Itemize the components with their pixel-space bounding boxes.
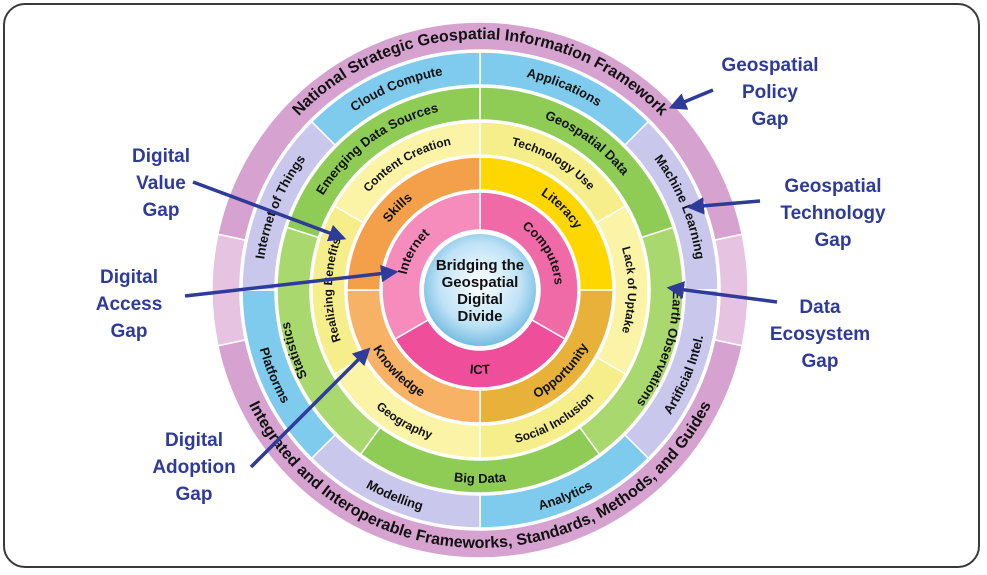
ring3-label: Big Data — [453, 469, 507, 486]
digital-access-gap-label: Digital Access Gap — [95, 267, 163, 342]
ring2-segment — [333, 121, 481, 224]
ring4-segment — [310, 51, 481, 147]
access-gap-arrow — [184, 264, 399, 298]
ring1-segment — [346, 156, 481, 291]
outer-ring-right-join — [713, 233, 749, 347]
digital-adoption-gap-label: Digital Adoption Gap — [152, 430, 236, 505]
value-gap-arrow — [192, 180, 347, 242]
ring0-label: ICT — [469, 361, 491, 377]
geospatial-technology-gap-label: Geospatial Technology Gap — [780, 176, 886, 251]
data-ecosystem-gap-label: Data Ecosystem Gap — [769, 297, 871, 372]
globe-icon — [422, 232, 538, 348]
ecosystem-gap-arrow — [666, 281, 778, 304]
geospatial-policy-gap-label: Geospatial Policy Gap — [721, 55, 819, 130]
technology-gap-arrow — [686, 197, 761, 215]
digital-value-gap-label: Digital Value Gap — [131, 146, 191, 221]
ring2-label: Lack of Uptake — [619, 245, 639, 336]
policy-gap-arrow — [668, 88, 714, 110]
ring0-segment — [479, 191, 579, 341]
ring0-segment — [394, 318, 566, 389]
ring3-segment — [285, 86, 481, 239]
adoption-gap-arrow — [249, 347, 371, 469]
